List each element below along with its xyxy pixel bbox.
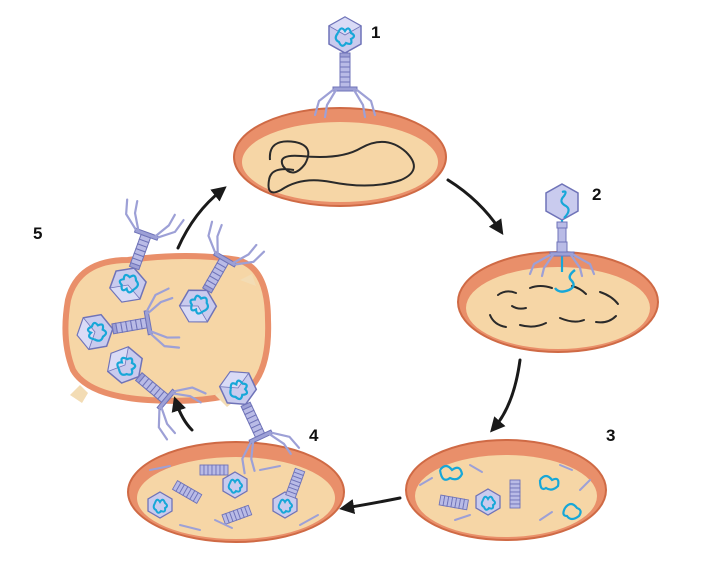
arrow-5-to-1 [176, 186, 227, 250]
step-number-3: 3 [606, 426, 616, 445]
assembled-phages-4 [147, 464, 319, 531]
injected-viral-dna [554, 269, 576, 293]
cycle-arrows [171, 178, 522, 514]
step-number-5: 5 [33, 224, 43, 243]
arrow-1-to-2 [446, 178, 504, 235]
host-chromosome [267, 140, 415, 194]
step-number-1: 1 [371, 23, 381, 42]
step-number-2: 2 [592, 185, 602, 204]
step-number-4: 4 [309, 426, 319, 445]
cell-3 [405, 439, 607, 541]
arrow-4-to-5 [171, 396, 194, 432]
cell-4 [127, 441, 345, 543]
viral-parts-3 [419, 464, 591, 521]
cell-2 [457, 183, 659, 353]
degraded-host-dna [489, 285, 619, 328]
arrow-3-to-4 [339, 496, 402, 514]
cell-1 [233, 15, 447, 207]
arrow-2-to-3 [490, 358, 522, 433]
cell-5-lysing [62, 196, 301, 477]
